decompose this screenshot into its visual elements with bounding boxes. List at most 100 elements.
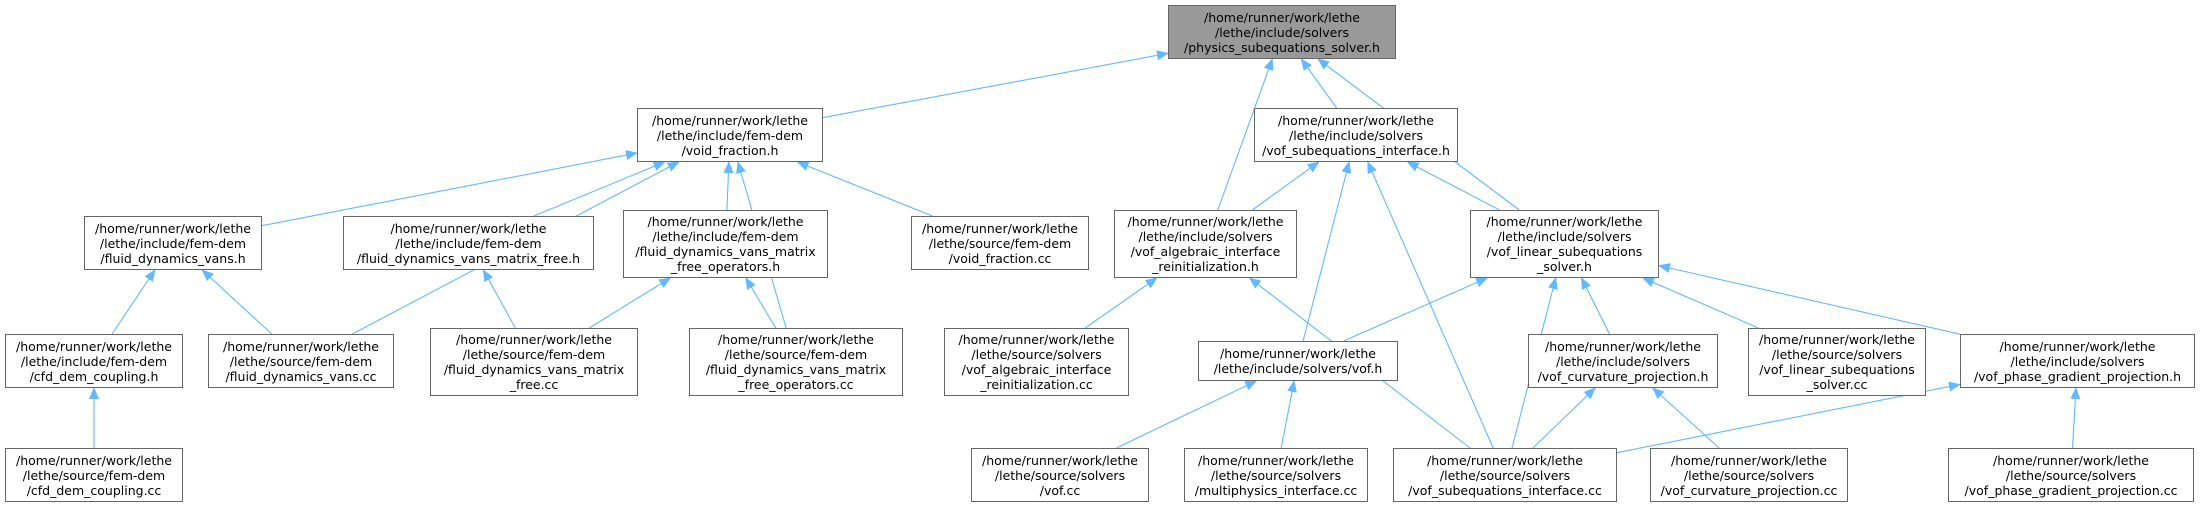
node-label-line: /lethe/source/fem-dem (22, 467, 166, 483)
node-label-line: /vof_curvature_projection.cc (1660, 482, 1838, 498)
node-cfd-dem-coupling-cc[interactable]: /home/runner/work/lethe /lethe/source/fe… (5, 448, 183, 502)
node-multiphysics-interface-cc[interactable]: /home/runner/work/lethe /lethe/source/so… (1184, 448, 1368, 502)
dependency-edge (1343, 277, 1489, 342)
node-label-line: /fluid_dynamics_vans_matrix (705, 362, 887, 377)
node-vof-curvature-projection-h[interactable]: /home/runner/work/lethe /lethe/include/s… (1528, 334, 1718, 388)
node-vof-linear-subequations-solver-cc[interactable]: /home/runner/work/lethe /lethe/source/so… (1748, 328, 1926, 396)
node-vof-curvature-projection-cc[interactable]: /home/runner/work/lethe /lethe/source/so… (1650, 448, 1848, 502)
node-label-line: /lethe/source/fem-dem (462, 347, 606, 362)
node-vof-algebraic-interface-reinitialization-h[interactable]: /home/runner/work/lethe /lethe/include/s… (1114, 210, 1297, 278)
node-label-line: /home/runner/work/lethe (1204, 9, 1360, 25)
node-label-line: /home/runner/work/lethe (16, 452, 172, 468)
dependency-edge (796, 161, 933, 217)
dependency-edge (1084, 277, 1158, 329)
node-label-line: /lethe/source/fem-dem (928, 235, 1072, 251)
node-label-line: /home/runner/work/lethe (456, 332, 612, 347)
node-label-line: _free.cc (509, 377, 559, 392)
node-label-line: /vof_curvature_projection.h (1537, 368, 1709, 384)
node-vof-h[interactable]: /home/runner/work/lethe /lethe/include/s… (1198, 341, 1398, 381)
dependency-edge (482, 269, 516, 329)
node-label-line: /home/runner/work/lethe (647, 214, 804, 229)
node-label-line: /home/runner/work/lethe (922, 220, 1078, 236)
node-vof-phase-gradient-projection-h[interactable]: /home/runner/work/lethe /lethe/include/s… (1960, 334, 2195, 388)
node-fluid-dynamics-vans-h[interactable]: /home/runner/work/lethe /lethe/include/f… (84, 216, 262, 270)
node-label-line: /lethe/include/solvers (1497, 229, 1632, 244)
node-label-line: /lethe/source/fem-dem (724, 347, 868, 362)
node-label-line: /fluid_dynamics_vans.h (100, 250, 246, 266)
node-label-line: /vof.cc (1039, 482, 1081, 498)
node-label-line: /vof_subequations_interface.cc (1408, 482, 1602, 498)
node-label-line: /home/runner/work/lethe (1127, 214, 1284, 229)
node-label-line: /home/runner/work/lethe (1278, 112, 1434, 128)
node-label-line: /lethe/include/fem-dem (99, 235, 247, 251)
dependency-edge (1642, 277, 1759, 329)
node-label-line: _solver.cc (1806, 377, 1868, 392)
dependency-edge (822, 50, 1169, 119)
node-label-line: _free_operators.h (670, 259, 781, 274)
dependency-edge (1280, 380, 1297, 449)
node-fluid-dynamics-vans-cc[interactable]: /home/runner/work/lethe /lethe/source/fe… (208, 334, 394, 388)
dependency-edge (1652, 387, 1720, 449)
node-fluid-dynamics-vans-matrix-free-cc[interactable]: /home/runner/work/lethe /lethe/source/fe… (430, 328, 638, 396)
dependency-edge (588, 277, 672, 329)
node-label-line: /fluid_dynamics_vans_matrix_free.h (356, 250, 581, 266)
node-label-line: /fluid_dynamics_vans.cc (225, 368, 377, 384)
node-label-line: /home/runner/work/lethe (1486, 214, 1643, 229)
node-label-line: /vof_algebraic_interface (1130, 244, 1281, 259)
node-label-line: /lethe/include/fem-dem (652, 229, 799, 244)
node-label-line: /lethe/source/solvers (1771, 347, 1903, 362)
node-label-line: /home/runner/work/lethe (95, 220, 251, 236)
dependency-edge (745, 277, 777, 329)
node-label-line: /vof_phase_gradient_projection.h (1973, 368, 2182, 384)
node-label-line: /home/runner/work/lethe (1545, 338, 1701, 354)
dependency-edge (2070, 387, 2081, 449)
node-label-line: /home/runner/work/lethe (982, 452, 1138, 468)
dependency-edge (533, 161, 666, 217)
node-label-line: /vof_phase_gradient_projection.cc (1964, 482, 2178, 498)
node-label-line: _reinitialization.h (1152, 259, 1259, 274)
node-label-line: /fluid_dynamics_vans_matrix (443, 362, 625, 377)
node-vof-cc[interactable]: /home/runner/work/lethe /lethe/source/so… (971, 448, 1149, 502)
dependency-edge (1658, 263, 1961, 335)
node-label-line: /lethe/include/fem-dem (656, 127, 804, 143)
dependency-edge (723, 161, 734, 211)
node-label-line: /vof_linear_subequations (1759, 362, 1915, 377)
node-label-line: /cfd_dem_coupling.cc (26, 482, 162, 498)
node-label-line: /home/runner/work/lethe (958, 332, 1115, 347)
node-label-line: /vof_linear_subequations (1486, 244, 1643, 259)
node-label-line: /lethe/source/fem-dem (229, 353, 373, 369)
node-fluid-dynamics-vans-matrix-free-operators-h[interactable]: /home/runner/work/lethe /lethe/include/f… (623, 210, 828, 278)
node-label-line: /lethe/include/fem-dem (395, 235, 542, 251)
node-label-line: /lethe/source/solvers (971, 347, 1102, 362)
node-label-line: /home/runner/work/lethe (1759, 332, 1915, 347)
node-label-line: /lethe/include/solvers (2010, 353, 2145, 369)
node-fluid-dynamics-vans-matrix-free-h[interactable]: /home/runner/work/lethe /lethe/include/f… (343, 216, 594, 270)
dependency-edge (1367, 161, 1494, 449)
dependency-edge (1217, 58, 1274, 211)
node-vof-subequations-interface-cc[interactable]: /home/runner/work/lethe /lethe/source/so… (1393, 448, 1617, 502)
node-void-fraction-h[interactable]: /home/runner/work/lethe /lethe/include/f… (637, 108, 823, 162)
node-void-fraction-cc[interactable]: /home/runner/work/lethe /lethe/source/fe… (911, 216, 1089, 270)
dependency-edge (1300, 58, 1338, 109)
node-label-line: /void_fraction.h (681, 142, 779, 158)
node-label-line: /home/runner/work/lethe (390, 220, 547, 236)
dependency-edge (1252, 161, 1320, 211)
node-vof-algebraic-interface-reinitialization-cc[interactable]: /home/runner/work/lethe /lethe/source/so… (944, 328, 1129, 396)
node-cfd-dem-coupling-h[interactable]: /home/runner/work/lethe /lethe/include/f… (5, 334, 183, 388)
node-vof-linear-subequations-solver-h[interactable]: /home/runner/work/lethe /lethe/include/s… (1470, 210, 1659, 278)
dependency-edge (201, 269, 273, 335)
node-label-line: /multiphysics_interface.cc (1194, 482, 1358, 498)
node-vof-subequations-interface-h[interactable]: /home/runner/work/lethe /lethe/include/s… (1254, 108, 1458, 162)
dependency-edge (1406, 161, 1500, 211)
node-label-line: _solver.h (1537, 259, 1592, 274)
node-vof-phase-gradient-projection-cc[interactable]: /home/runner/work/lethe /lethe/source/so… (1948, 448, 2194, 502)
node-fluid-dynamics-vans-matrix-free-operators-cc[interactable]: /home/runner/work/lethe /lethe/source/fe… (689, 328, 903, 396)
dependency-edge (1116, 380, 1258, 449)
node-label-line: /lethe/include/solvers (1289, 127, 1423, 143)
dependency-edge (1532, 387, 1596, 449)
node-label-line: /home/runner/work/lethe (1993, 452, 2149, 468)
node-label-line: /home/runner/work/lethe (1198, 452, 1354, 468)
node-label-line: /lethe/include/solvers (1138, 229, 1273, 244)
node-label-line: /lethe/source/solvers (2005, 467, 2137, 483)
